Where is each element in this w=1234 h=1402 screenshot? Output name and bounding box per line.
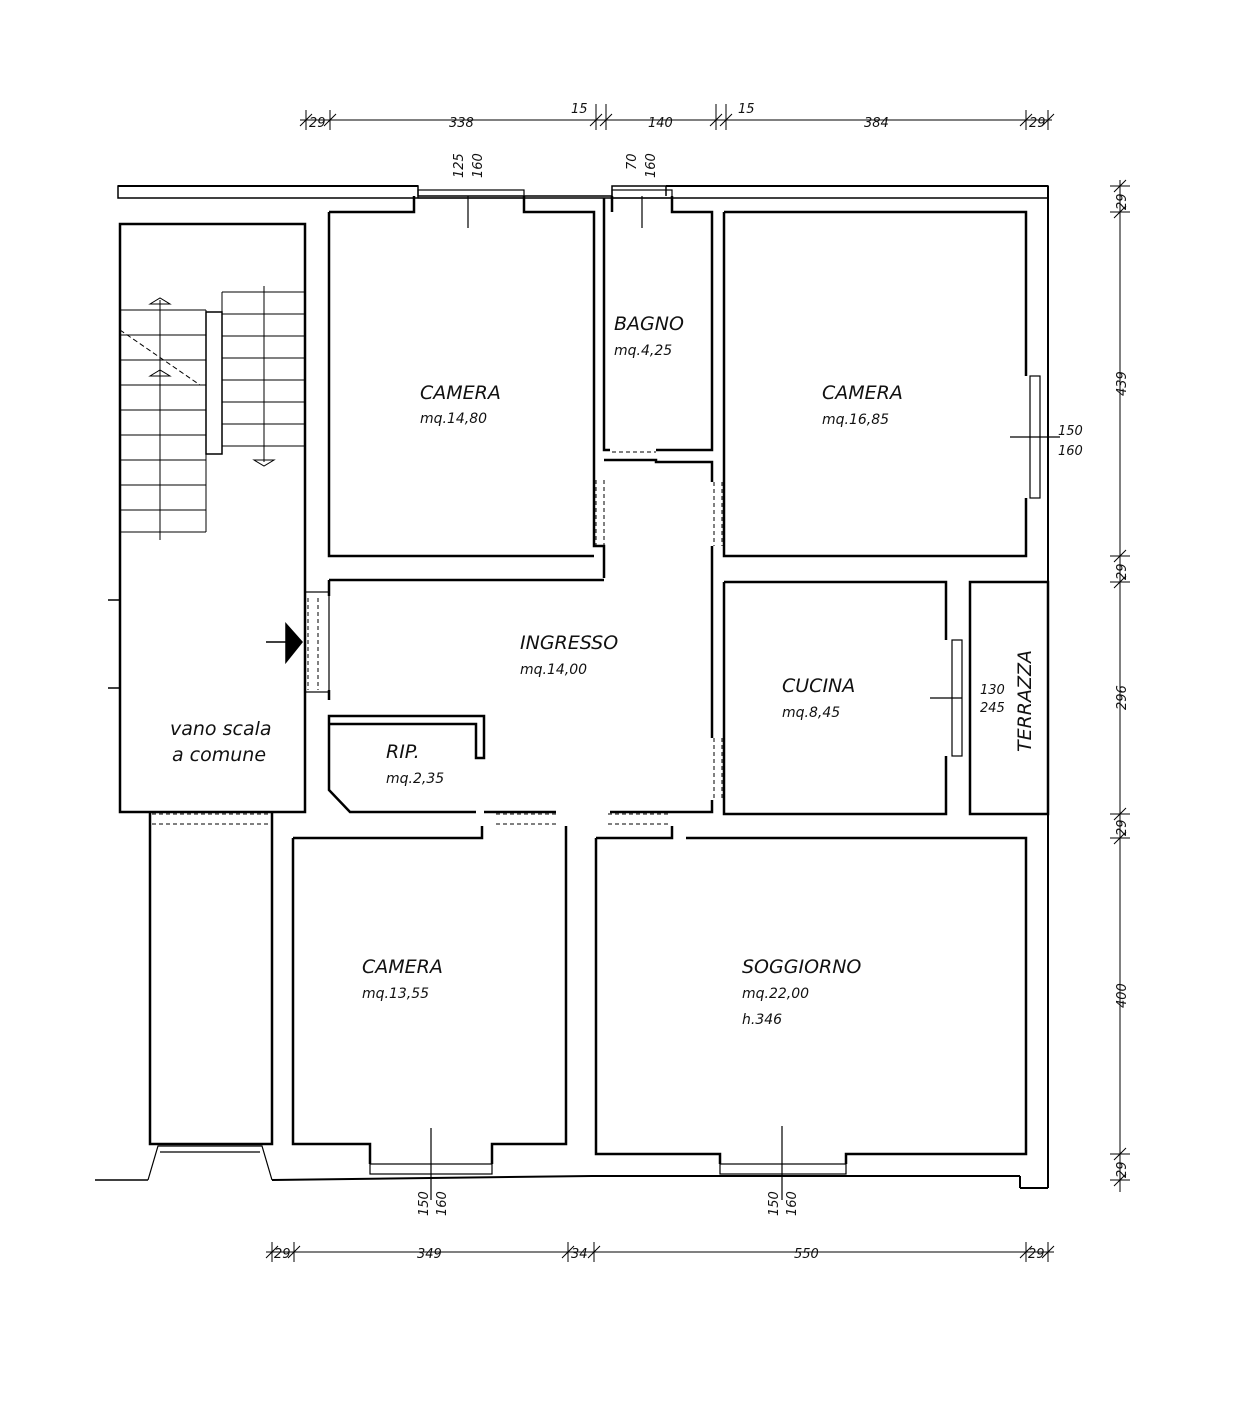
- rip-outline: [327, 714, 486, 814]
- window-soggiorno: [719, 1163, 847, 1175]
- dim-top-3: 15: [571, 102, 588, 117]
- camera-nw-outline: [327, 196, 606, 578]
- soggiorno-area: mq.22,00: [742, 986, 809, 1002]
- dim-right-2: 439: [1115, 371, 1130, 396]
- cucina-outline: [722, 580, 948, 816]
- win-soggiorno-w: 150: [767, 1191, 782, 1216]
- terrazza-outline: [968, 580, 1050, 816]
- win-camera-nw-h: 160: [471, 153, 486, 178]
- camera-sw-outline: [291, 826, 568, 1164]
- camera-nw-area: mq.14,80: [420, 411, 487, 427]
- window-corridor: [147, 1145, 273, 1181]
- dim-bottom-5: 29: [1028, 1247, 1045, 1262]
- vano-scala-line1: vano scala: [170, 718, 272, 740]
- dim-bottom-4: 550: [794, 1247, 819, 1262]
- win-cucina-h: 245: [980, 701, 1005, 716]
- camera-ne-outline: [722, 210, 1028, 558]
- stair-block-outline: [118, 222, 307, 814]
- camera-sw-area: mq.13,55: [362, 986, 429, 1002]
- entry-arrow-icon: [266, 622, 303, 665]
- dimension-chain-right: 29 439 29 296 29 400 29: [1110, 179, 1130, 1192]
- dim-top-4: 140: [648, 116, 673, 131]
- room-outlines: [118, 196, 1050, 1164]
- rip-name: RIP.: [386, 741, 420, 763]
- dim-top-2: 338: [449, 116, 474, 131]
- windows: [147, 189, 1060, 1200]
- outer-walls: [95, 185, 1049, 1189]
- vano-scala-line2: a comune: [172, 744, 266, 766]
- camera-ne-name: CAMERA: [822, 382, 903, 404]
- dim-right-1: 29: [1115, 193, 1130, 210]
- bagno-outline: [602, 196, 714, 452]
- soggiorno-outline: [594, 826, 1028, 1164]
- win-camera-ne-w: 150: [1058, 424, 1083, 439]
- camera-sw-name: CAMERA: [362, 956, 443, 978]
- dim-top-6: 384: [864, 116, 889, 131]
- bagno-area: mq.4,25: [614, 343, 672, 359]
- soggiorno-height: h.346: [742, 1012, 782, 1028]
- ingresso-area: mq.14,00: [520, 662, 587, 678]
- dim-top-5: 15: [738, 102, 755, 117]
- dim-bottom-1: 29: [274, 1247, 291, 1262]
- dim-top-1: 29: [309, 116, 326, 131]
- corridor-outline: [148, 812, 274, 1146]
- terrazza-name: TERRAZZA: [1014, 650, 1036, 752]
- cucina-area: mq.8,45: [782, 705, 840, 721]
- dim-right-3: 29: [1115, 563, 1130, 580]
- win-camera-sw-h: 160: [435, 1191, 450, 1216]
- dim-bottom-2: 349: [417, 1247, 442, 1262]
- bagno-name: BAGNO: [614, 313, 684, 335]
- staircase: [108, 286, 330, 693]
- dim-right-5: 29: [1115, 819, 1130, 836]
- room-labels: CAMERA mq.14,80 BAGNO mq.4,25 CAMERA mq.…: [170, 313, 1036, 1028]
- win-cucina-w: 130: [980, 683, 1005, 698]
- dimension-chain-top: 29 338 15 140 15 384 29: [299, 102, 1055, 131]
- cucina-name: CUCINA: [782, 675, 855, 697]
- win-camera-sw-w: 150: [417, 1191, 432, 1216]
- door-openings: [152, 451, 723, 825]
- dim-bottom-3: 34: [571, 1247, 588, 1262]
- win-soggiorno-h: 160: [785, 1191, 800, 1216]
- win-camera-ne-h: 160: [1058, 444, 1083, 459]
- dimension-chain-bottom: 29 349 34 550 29: [265, 1242, 1055, 1262]
- soggiorno-name: SOGGIORNO: [742, 956, 861, 978]
- rip-area: mq.2,35: [386, 771, 444, 787]
- win-bagno-h: 160: [644, 153, 659, 178]
- dim-top-7: 29: [1029, 116, 1046, 131]
- dim-right-4: 296: [1115, 685, 1130, 710]
- window-dimensions: 125 160 70 160 150 160 130 245 150 160 1…: [417, 153, 1083, 1216]
- ingresso-name: INGRESSO: [520, 632, 618, 654]
- window-camera-nw: [417, 189, 525, 199]
- win-camera-nw-w: 125: [452, 153, 467, 178]
- camera-ne-area: mq.16,85: [822, 412, 889, 428]
- ingresso-outline: [327, 458, 714, 814]
- camera-nw-name: CAMERA: [420, 382, 501, 404]
- dim-right-6: 400: [1115, 983, 1130, 1008]
- win-bagno-w: 70: [625, 153, 640, 170]
- dim-right-7: 29: [1115, 1161, 1130, 1178]
